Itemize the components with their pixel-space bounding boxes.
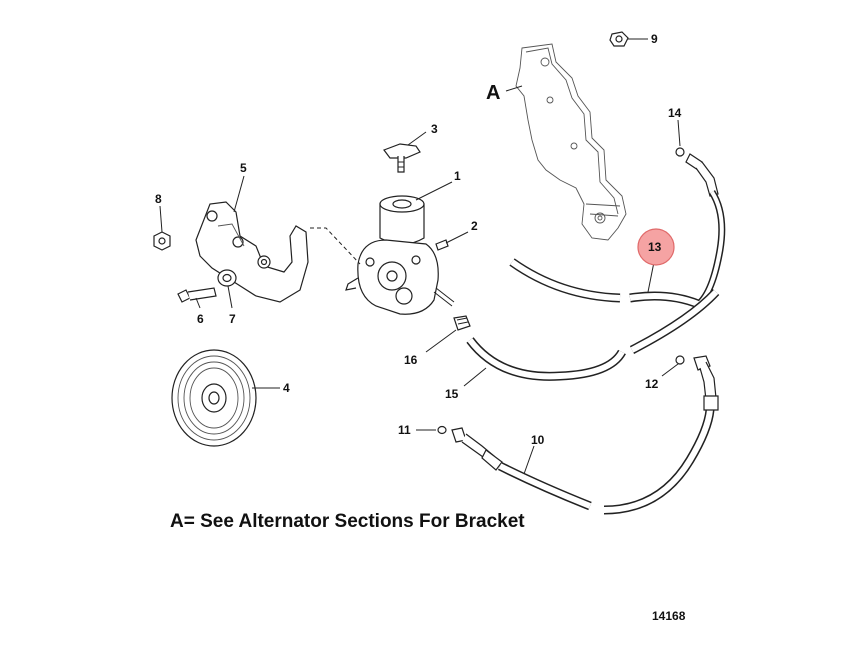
section-a-leader <box>505 85 523 92</box>
bolt-6 <box>177 287 217 303</box>
callout-6: 6 <box>197 312 204 326</box>
callout-8-leader <box>159 205 163 233</box>
callout-10-leader <box>523 445 535 475</box>
callout-3-leader <box>407 131 427 146</box>
callout-15: 15 <box>445 387 459 401</box>
callout-2: 2 <box>471 219 478 233</box>
callout-3: 3 <box>431 122 438 136</box>
callout-15-leader <box>463 367 487 387</box>
callout-1-leader <box>415 181 453 201</box>
assembly-dashed-line <box>310 227 361 265</box>
callout-13[interactable]: 13 <box>648 240 662 254</box>
hose-13 <box>509 258 700 309</box>
callout-12-leader <box>661 363 679 377</box>
callout-11: 11 <box>398 423 411 437</box>
bracket-note-caption: A= See Alternator Sections For Bracket <box>170 511 525 532</box>
hose-10-assembly <box>437 409 715 515</box>
nut-9 <box>609 31 629 47</box>
callout-7-leader <box>227 285 233 309</box>
fitting-2 <box>435 239 449 251</box>
callout-13-highlight[interactable] <box>637 228 675 266</box>
hose-14-assembly <box>675 147 726 309</box>
callout-16: 16 <box>404 353 418 367</box>
callout-12: 12 <box>645 377 659 391</box>
callout-9: 9 <box>651 32 658 46</box>
callout-10: 10 <box>531 433 545 447</box>
pump-cap-3 <box>383 143 421 173</box>
hose-15 <box>466 288 720 381</box>
pump-bracket-5 <box>195 201 309 303</box>
figure-number: 14168 <box>652 609 686 623</box>
pulley-4 <box>171 349 257 447</box>
callout-16-leader <box>425 329 457 353</box>
power-steering-pump-1 <box>345 195 455 315</box>
washer-7 <box>217 269 237 287</box>
alternator-bracket <box>515 43 627 241</box>
callout-5: 5 <box>240 161 247 175</box>
callout-8: 8 <box>155 192 162 206</box>
callout-5-leader <box>233 175 245 213</box>
callout-6-leader <box>195 297 201 309</box>
callout-4: 4 <box>283 381 290 395</box>
callout-14: 14 <box>668 106 682 120</box>
callout-1: 1 <box>454 169 461 183</box>
fitting-12-assembly <box>675 355 719 411</box>
callout-14-leader <box>677 119 681 147</box>
callout-7: 7 <box>229 312 236 326</box>
nut-8 <box>153 231 171 251</box>
fitting-16 <box>453 315 471 331</box>
callout-2-leader <box>445 231 469 244</box>
callout-13-leader <box>647 261 655 293</box>
section-letter-a: A <box>486 82 500 104</box>
